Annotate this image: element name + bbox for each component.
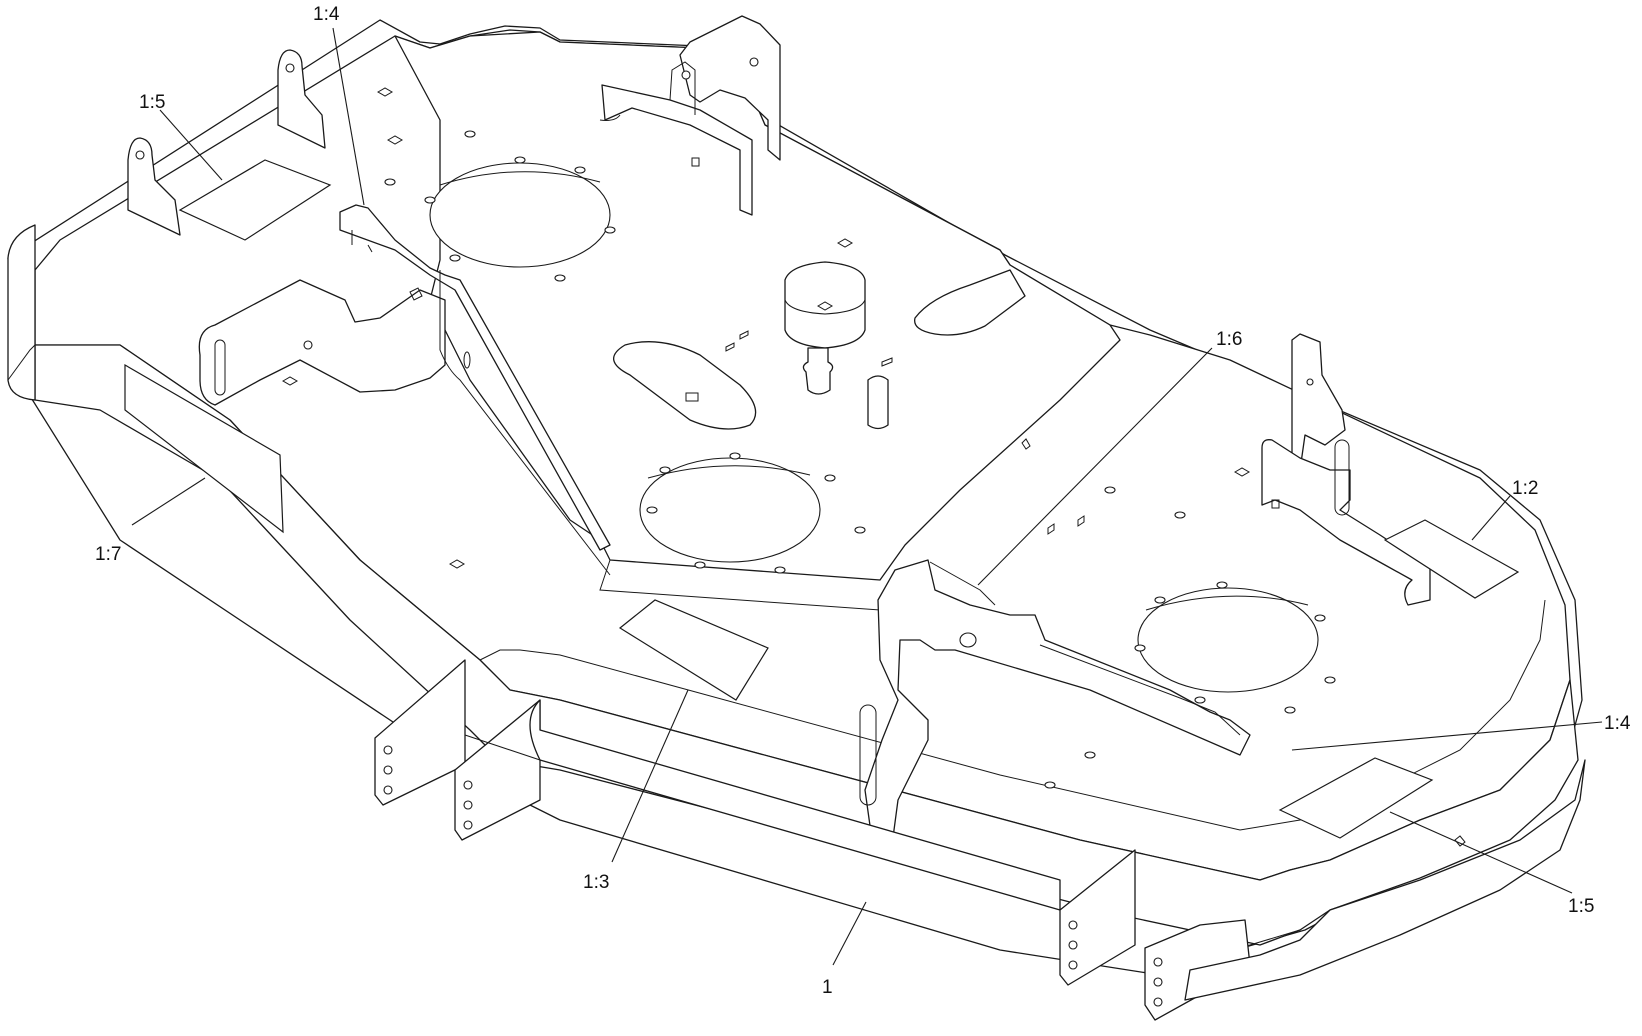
left-post-bracket-2 bbox=[277, 49, 326, 149]
callout-1: 1 bbox=[822, 977, 833, 998]
decal-1-5-right bbox=[1278, 757, 1434, 839]
spindle-opening-center bbox=[639, 457, 821, 563]
front-roller-tube bbox=[529, 699, 1061, 911]
callout-1-2: 1:2 bbox=[1512, 478, 1538, 499]
callout-1-3: 1:3 bbox=[583, 872, 609, 893]
leader-lines bbox=[131, 27, 1603, 966]
oval-cover-center bbox=[784, 261, 866, 349]
decal-1-7 bbox=[124, 363, 284, 534]
front-hitch-plates bbox=[374, 659, 1251, 1021]
spindle-opening-left bbox=[429, 162, 611, 268]
left-side-bracket bbox=[198, 279, 446, 406]
deck-left-edge bbox=[7, 224, 36, 401]
front-anti-scalp-bracket bbox=[864, 559, 1251, 846]
anti-scalp-bracket-left bbox=[339, 204, 611, 551]
decal-1-2 bbox=[1383, 519, 1520, 599]
decal-1-3 bbox=[618, 599, 769, 701]
oval-cover-left bbox=[613, 341, 757, 430]
callout-1-4-top: 1:4 bbox=[313, 4, 340, 25]
spindle-post-center bbox=[802, 347, 834, 395]
decal-1-5-left bbox=[178, 159, 332, 241]
square-holes bbox=[281, 87, 1466, 847]
spindle-post-right bbox=[867, 375, 889, 430]
callout-1-6: 1:6 bbox=[1216, 329, 1242, 350]
callout-1-5-right: 1:5 bbox=[1568, 896, 1594, 917]
left-post-bracket-1 bbox=[127, 137, 181, 236]
right-side-bracket bbox=[1261, 439, 1431, 606]
spindle-opening-right bbox=[1137, 587, 1319, 693]
callout-1-5-left: 1:5 bbox=[139, 92, 165, 113]
cover-tab-right bbox=[914, 269, 1026, 336]
callout-1-7: 1:7 bbox=[95, 544, 121, 565]
right-front-guard bbox=[1184, 759, 1586, 1001]
rear-bracket-left bbox=[601, 84, 753, 216]
bolt-holes bbox=[384, 130, 1336, 789]
callout-1-4-right: 1:4 bbox=[1604, 713, 1631, 734]
rear-bracket-right bbox=[679, 15, 781, 161]
